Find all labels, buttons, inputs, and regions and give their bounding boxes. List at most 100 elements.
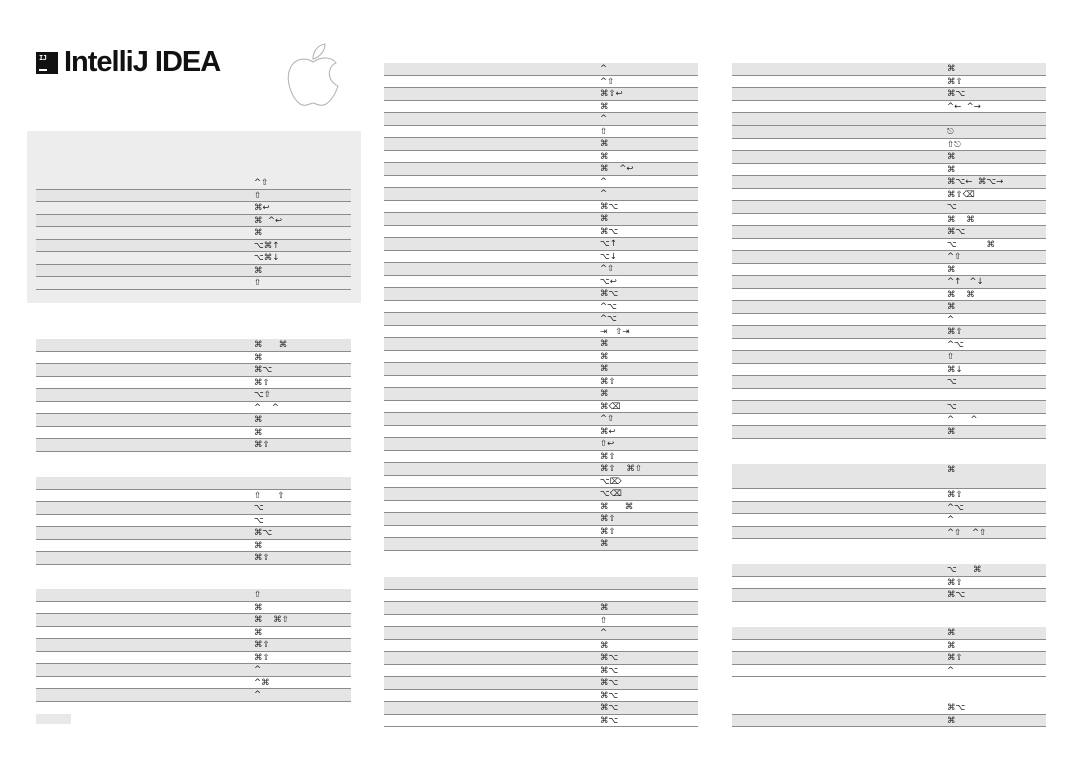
shortcut-row: ⌥⌫ <box>384 488 698 501</box>
shortcut-row: ⌘ ^↩ <box>36 214 351 227</box>
shortcut-keys: ⌘ <box>600 139 609 149</box>
shortcut-keys: ⌘⌥ <box>254 365 273 375</box>
shortcut-row: ^ <box>384 176 698 188</box>
shortcut-keys: ^⇧ <box>600 76 615 87</box>
shortcut-keys: ⌘ <box>600 389 609 399</box>
shortcut-keys: ⌘⇧ ⌘⇧ <box>600 464 643 474</box>
shortcut-row: ⌘ <box>36 540 351 552</box>
shortcut-keys: ⇧ <box>947 352 955 362</box>
shortcut-keys: ⌥↑ <box>600 239 617 249</box>
shortcut-row: ⇧ <box>384 126 698 138</box>
shortcut-keys: ⌘↩ <box>254 203 270 213</box>
shortcut-keys: ⌘ <box>600 603 609 613</box>
shortcut-row: ⇧⎋ <box>732 139 1046 151</box>
shortcut-keys: ^ <box>254 690 262 700</box>
shortcut-keys: ⌘⇧ <box>947 577 963 588</box>
shortcut-row: ⌘ ⌘ <box>384 501 698 513</box>
shortcut-list: ⎋⇧⎋⌘⌘⌘⌥← ⌘⌥→⌘⇧⌫⌥⌘ ⌘⌘⌥⌥ ⌘^⇧⌘^↑ ^↓⌘ ⌘⌘^⌘⇧^… <box>732 126 1046 439</box>
shortcut-row: ⌘⌥ <box>732 702 1046 715</box>
shortcut-list: ⌘⌥ ⌘ <box>732 702 1046 727</box>
shortcut-keys: ⌘↓ <box>947 364 963 375</box>
shortcut-row: ⌥⌘↓ <box>36 252 351 265</box>
logo-mark: IJ <box>39 53 47 62</box>
shortcut-keys: ⌥ ⌘ <box>947 565 982 575</box>
shortcut-keys: ⌘⌫ <box>600 401 621 412</box>
shortcut-row: ⌘⌥ <box>384 690 698 702</box>
shortcut-keys: ⌘⌥ <box>600 690 619 701</box>
shortcut-row: ⌘⇧ <box>384 376 698 388</box>
shortcut-row: ⌘↓ <box>732 364 1046 376</box>
shortcut-row: ⎋ <box>732 126 1046 139</box>
shortcut-keys: ⌘ <box>600 539 609 549</box>
shortcut-keys: ⌘⌥ <box>600 715 619 726</box>
shortcut-row: ⌘⇧↩ <box>384 88 698 101</box>
apple-icon <box>287 43 339 106</box>
shortcut-keys: ⌘ <box>254 540 263 551</box>
shortcut-row: ⌘⇧ <box>36 552 351 565</box>
shortcut-list: ⌘⌘⌘⇧^ <box>732 627 1046 677</box>
intellij-icon: IJ <box>36 51 58 74</box>
shortcut-row: ^⇧ <box>384 263 698 276</box>
shortcut-keys: ^ <box>600 189 608 199</box>
shortcut-row: ^ <box>732 314 1046 326</box>
shortcut-row: ⌘⌥ <box>384 652 698 665</box>
shortcut-keys: ⇥ ⇧⇥ <box>600 326 630 337</box>
shortcut-row: ^ <box>36 664 351 677</box>
shortcut-row: ^⇧ <box>36 177 351 190</box>
shortcut-row <box>732 389 1046 401</box>
shortcut-row: ⇧ <box>36 189 351 202</box>
shortcut-keys: ⌥ ⌘ <box>947 239 996 250</box>
shortcut-row: ^⌥ <box>732 501 1046 514</box>
shortcut-keys: ⎋ <box>947 127 954 137</box>
shortcut-keys: ⌘ <box>947 164 956 175</box>
shortcut-keys: ⌘ ^↩ <box>600 164 634 174</box>
shortcut-keys: ⌘⌥ <box>600 703 619 713</box>
shortcut-keys: ⌘↩ <box>600 426 616 437</box>
shortcut-keys: ⌘⇧ <box>600 376 616 387</box>
shortcut-list: ^^⇧⌘⇧↩⌘^⇧⌘⌘⌘ ^↩^^⌘⌥⌘⌘⌥⌥↑⌥↓^⇧⌥↩⌘⌥^⌥^⌥⇥ ⇧⇥… <box>384 63 698 551</box>
shortcut-keys: ⌘ ⌘ <box>254 340 288 350</box>
shortcut-keys: ⌘⇧ <box>600 451 616 462</box>
shortcut-keys: ⌘⇧ <box>254 553 270 563</box>
shortcut-keys: ⌘ <box>947 64 956 74</box>
shortcut-row: ⌘⌥ <box>732 589 1046 602</box>
shortcut-row: ⌘ <box>36 427 351 439</box>
shortcut-keys: ⌘⌥ <box>947 703 966 713</box>
shortcut-keys: ⌘ <box>600 364 609 374</box>
shortcut-keys: ^↑ ^↓ <box>947 277 984 287</box>
shortcut-keys: ⌥ <box>947 402 957 412</box>
shortcut-keys: ^ ^ <box>254 402 280 413</box>
shortcut-row: ⌘ <box>36 627 351 639</box>
shortcut-keys: ^ <box>600 628 608 638</box>
shortcut-row: ⌥↩ <box>384 276 698 288</box>
shortcut-keys: ⌘ <box>947 264 956 275</box>
shortcut-row: ⌘↩ <box>384 426 698 438</box>
shortcut-keys: ⌘ ⌘ <box>947 214 975 225</box>
shortcut-keys: ⌥⌘↑ <box>254 240 280 251</box>
shortcut-row: ⌘ <box>384 388 698 401</box>
shortcut-row: ^ <box>384 113 698 126</box>
shortcut-keys: ⌘⇧ <box>254 640 270 650</box>
shortcut-keys: ⌘⇧ <box>947 327 963 337</box>
shortcut-row: ⌥ <box>36 502 351 515</box>
shortcut-keys: ⌘ <box>254 602 263 613</box>
shortcut-keys: ⇧ ⇧ <box>254 490 285 501</box>
shortcut-keys: ⌘ <box>254 627 263 638</box>
shortcut-keys: ⇧ <box>254 278 262 288</box>
shortcut-row: ⌘ <box>384 101 698 113</box>
shortcut-keys: ⌘⌥ <box>600 289 619 299</box>
shortcut-row: ^⌥ <box>732 339 1046 351</box>
shortcut-row: ^⌥ <box>384 313 698 326</box>
shortcut-keys: ⌘⌥← ⌘⌥→ <box>947 177 1004 187</box>
shortcut-keys: ⌥ <box>254 515 264 526</box>
shortcut-row: ⌘ ⌘ <box>732 214 1046 226</box>
shortcut-row: ^← ^→ <box>732 101 1046 113</box>
shortcut-keys: ⌘⇧↩ <box>600 89 623 99</box>
shortcut-keys: ⌘ <box>947 715 956 726</box>
shortcut-row: ⌥⇧ <box>36 389 351 402</box>
shortcut-keys: ⌘⌥ <box>254 528 273 538</box>
shortcut-keys: ⌘ <box>254 352 263 363</box>
shortcut-row: ⌥⌦ <box>384 476 698 488</box>
shortcut-row: ⌘ <box>732 640 1046 652</box>
shortcut-row: ^⇧ <box>384 413 698 426</box>
